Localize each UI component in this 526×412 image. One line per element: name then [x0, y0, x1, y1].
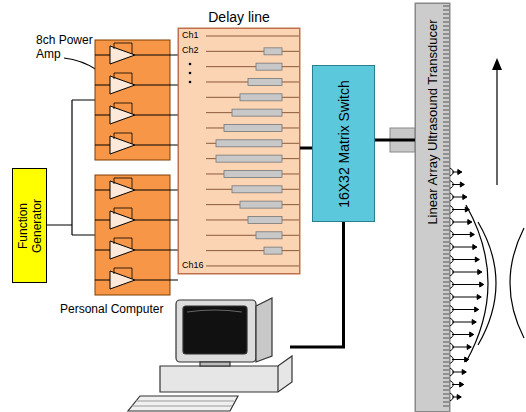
beam-arrows [450, 168, 484, 401]
power-amp-box [95, 40, 170, 160]
delay-line-box: Delay line [178, 28, 300, 274]
amp-label: 8ch Power Amp [36, 33, 106, 62]
channel-label: Ch16 [182, 260, 204, 271]
amplifier-symbols [95, 43, 178, 289]
leader-line [64, 58, 97, 70]
node-label: 16X32 Matrix Switch [335, 71, 352, 216]
signal-wire [45, 58, 97, 235]
scan-arrow [492, 58, 502, 185]
wavefront [466, 205, 524, 362]
heading-label: Delay line [169, 9, 309, 26]
node-label: Function Generator [15, 176, 44, 276]
channel-label: Ch1 [182, 30, 199, 41]
connector-line [375, 139, 415, 142]
channel-label: Ch2 [182, 45, 199, 56]
delay-rows [206, 36, 300, 266]
node-label: Linear Array Ultrasound Transducer [425, 9, 441, 235]
generator-box: Function Generator [12, 168, 47, 283]
delay-line-body [178, 28, 300, 274]
node-label: Personal Computer [60, 302, 163, 316]
computer-node: Personal Computer [58, 300, 290, 410]
power-amp-box [95, 175, 170, 295]
matrix-switch-box: 16X32 Matrix Switch [312, 65, 375, 222]
transducer-elements [443, 6, 450, 406]
transducer-body [415, 3, 450, 412]
connector-line [290, 222, 344, 347]
ellipsis-dots [189, 63, 192, 84]
transducer-box: Linear Array Ultrasound Transducer [415, 3, 450, 412]
connector-line [300, 147, 312, 150]
